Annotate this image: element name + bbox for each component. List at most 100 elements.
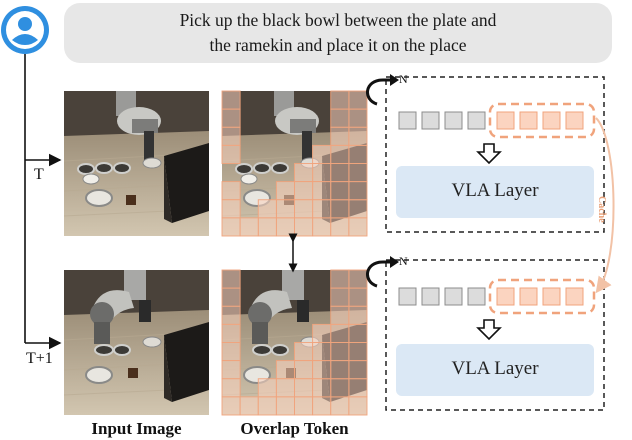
down-arrow-icon bbox=[476, 143, 502, 165]
overlap-token-cell bbox=[348, 378, 368, 398]
overlap-token-cell bbox=[294, 163, 314, 183]
overlap-token-cell bbox=[221, 323, 241, 343]
overlap-token-cell bbox=[330, 287, 350, 307]
instruction-line-2: the ramekin and place it on the place bbox=[209, 35, 467, 55]
overlap-token-cell bbox=[294, 199, 314, 219]
overlap-token-cell bbox=[348, 323, 368, 343]
overlap-token-cell bbox=[221, 269, 241, 289]
down-arrow-icon bbox=[476, 319, 502, 341]
vla-block-bottom bbox=[366, 256, 605, 411]
overlap-token-cell bbox=[348, 287, 368, 307]
overlap-token-cell bbox=[257, 217, 277, 237]
overlap-token-cell bbox=[221, 378, 241, 398]
overlap-token-cell bbox=[348, 305, 368, 325]
overlap-token-cell bbox=[330, 199, 350, 219]
overlap-token-cell bbox=[348, 360, 368, 380]
overlap-token-cell bbox=[330, 217, 350, 237]
overlap-token-cell bbox=[294, 396, 314, 416]
overlap-token-cell bbox=[312, 342, 332, 362]
instruction-text: Pick up the black bowl between the plate… bbox=[64, 8, 612, 58]
overlap-token-cell bbox=[330, 163, 350, 183]
cache-label: Cache bbox=[596, 196, 607, 223]
loop-arrow-icon bbox=[366, 260, 392, 288]
overlap-token-cell bbox=[221, 199, 241, 219]
gray-token-row-bottom bbox=[398, 287, 486, 306]
overlap-token-cell bbox=[257, 396, 277, 416]
overlap-token-cell bbox=[221, 305, 241, 325]
overlap-token-grid-t bbox=[221, 90, 368, 237]
overlap-token-cell bbox=[348, 126, 368, 146]
loop-count-top: N bbox=[399, 72, 408, 86]
input-image-t1 bbox=[63, 269, 210, 416]
overlap-token-cell bbox=[275, 199, 295, 219]
overlap-token-cell bbox=[348, 144, 368, 164]
overlap-token-cell bbox=[330, 342, 350, 362]
overlap-token-cell bbox=[294, 378, 314, 398]
overlap-token-cell bbox=[330, 323, 350, 343]
overlap-token-cell bbox=[239, 217, 259, 237]
overlap-token-cell bbox=[312, 360, 332, 380]
overlap-token-cell bbox=[275, 181, 295, 201]
overlap-token-cell bbox=[221, 342, 241, 362]
overlap-token-cell bbox=[348, 108, 368, 128]
cached-token-row-bottom bbox=[496, 287, 584, 306]
overlap-token-cell bbox=[221, 144, 241, 164]
overlap-token-grid-t1 bbox=[221, 269, 368, 416]
overlap-token-cell bbox=[330, 269, 350, 289]
overlap-token-cell bbox=[312, 181, 332, 201]
overlap-token-cell bbox=[221, 181, 241, 201]
overlap-token-cell bbox=[275, 396, 295, 416]
caption-overlap-token: Overlap Token bbox=[240, 419, 349, 438]
cached-token-row-top bbox=[496, 111, 584, 130]
overlap-token-cell bbox=[221, 287, 241, 307]
loop-count-bottom: N bbox=[399, 254, 408, 268]
overlap-token-cell bbox=[275, 378, 295, 398]
gray-token-row-top bbox=[398, 111, 486, 130]
overlap-token-cell bbox=[257, 378, 277, 398]
overlap-token-cell bbox=[312, 323, 332, 343]
loop-arrow-icon bbox=[366, 78, 392, 106]
overlap-token-cell bbox=[312, 144, 332, 164]
overlap-token-cell bbox=[257, 199, 277, 219]
user-avatar-icon bbox=[1, 6, 49, 54]
overlap-image-t1 bbox=[221, 269, 368, 416]
timestep-flow-lines bbox=[24, 54, 62, 350]
overlap-token-cell bbox=[312, 199, 332, 219]
overlap-token-cell bbox=[312, 217, 332, 237]
instruction-line-1: Pick up the black bowl between the plate… bbox=[179, 10, 497, 30]
overlap-token-cell bbox=[330, 108, 350, 128]
overlap-token-cell bbox=[348, 181, 368, 201]
overlap-token-cell bbox=[221, 90, 241, 110]
input-image-t bbox=[63, 90, 210, 237]
overlap-token-cell bbox=[221, 360, 241, 380]
vla-block-top bbox=[366, 74, 605, 233]
overlap-image-t bbox=[221, 90, 368, 237]
overlap-token-cell bbox=[312, 163, 332, 183]
overlap-token-cell bbox=[312, 396, 332, 416]
overlap-token-cell bbox=[330, 144, 350, 164]
timestep-label-t: T bbox=[34, 166, 44, 183]
overlap-token-cell bbox=[348, 396, 368, 416]
overlap-token-cell bbox=[348, 269, 368, 289]
overlap-token-cell bbox=[348, 342, 368, 362]
overlap-token-cell bbox=[348, 90, 368, 110]
overlap-token-cell bbox=[275, 217, 295, 237]
overlap-token-cell bbox=[275, 360, 295, 380]
overlap-token-cell bbox=[221, 217, 241, 237]
overlap-token-cell bbox=[312, 378, 332, 398]
overlap-token-cell bbox=[221, 108, 241, 128]
overlap-token-cell bbox=[330, 396, 350, 416]
overlap-token-cell bbox=[221, 396, 241, 416]
overlap-token-cell bbox=[239, 396, 259, 416]
timestep-label-t1: T+1 bbox=[26, 350, 53, 367]
overlap-token-cell bbox=[294, 217, 314, 237]
overlap-token-cell bbox=[330, 305, 350, 325]
overlap-token-cell bbox=[294, 181, 314, 201]
vla-layer-label-top: VLA Layer bbox=[451, 180, 539, 201]
overlap-token-cell bbox=[294, 360, 314, 380]
caption-input-image: Input Image bbox=[91, 419, 182, 438]
overlap-token-cell bbox=[330, 90, 350, 110]
overlap-token-cell bbox=[330, 126, 350, 146]
overlap-token-cell bbox=[330, 378, 350, 398]
